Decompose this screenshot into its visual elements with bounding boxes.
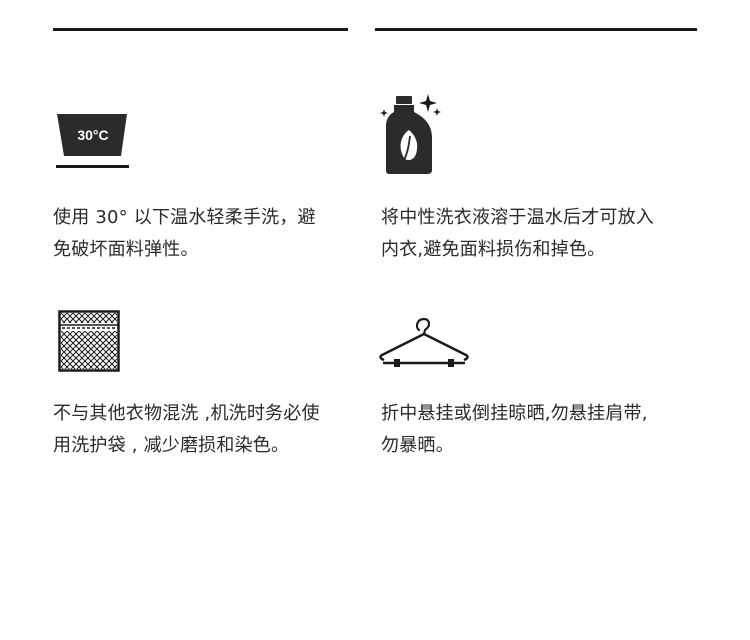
care-text-line: 折中悬挂或倒挂晾晒,勿悬挂肩带, bbox=[381, 403, 648, 424]
care-text-line: 勿暴晒。 bbox=[381, 435, 454, 456]
care-text: 使用 30° 以下温水轻柔手洗，避 免破坏面料弹性。 bbox=[53, 202, 316, 266]
top-divider-right bbox=[375, 28, 697, 31]
care-text-line: 将中性洗衣液溶于温水后才可放入 bbox=[381, 207, 654, 228]
wash-temperature-label: 30°C bbox=[77, 127, 108, 143]
detergent-bottle-icon bbox=[378, 92, 444, 176]
care-text-line: 免破坏面料弹性。 bbox=[53, 239, 199, 260]
wash-tub-30c-icon: 30°C bbox=[55, 112, 130, 172]
care-text: 不与其他衣物混洗 ,机洗时务必使 用洗护袋 , 减少磨损和染色。 bbox=[53, 398, 320, 462]
top-divider-left bbox=[53, 28, 348, 31]
care-text-line: 不与其他衣物混洗 ,机洗时务必使 bbox=[53, 403, 320, 424]
care-text-line: 内衣,避免面料损伤和掉色。 bbox=[381, 239, 606, 260]
clothes-hanger-icon bbox=[379, 314, 469, 372]
mesh-laundry-bag-icon bbox=[58, 310, 120, 372]
care-text: 折中悬挂或倒挂晾晒,勿悬挂肩带, 勿暴晒。 bbox=[381, 398, 648, 462]
care-text-line: 用洗护袋 , 减少磨损和染色。 bbox=[53, 435, 290, 456]
care-text-line: 使用 30° 以下温水轻柔手洗，避 bbox=[53, 207, 316, 228]
care-text: 将中性洗衣液溶于温水后才可放入 内衣,避免面料损伤和掉色。 bbox=[381, 202, 654, 266]
